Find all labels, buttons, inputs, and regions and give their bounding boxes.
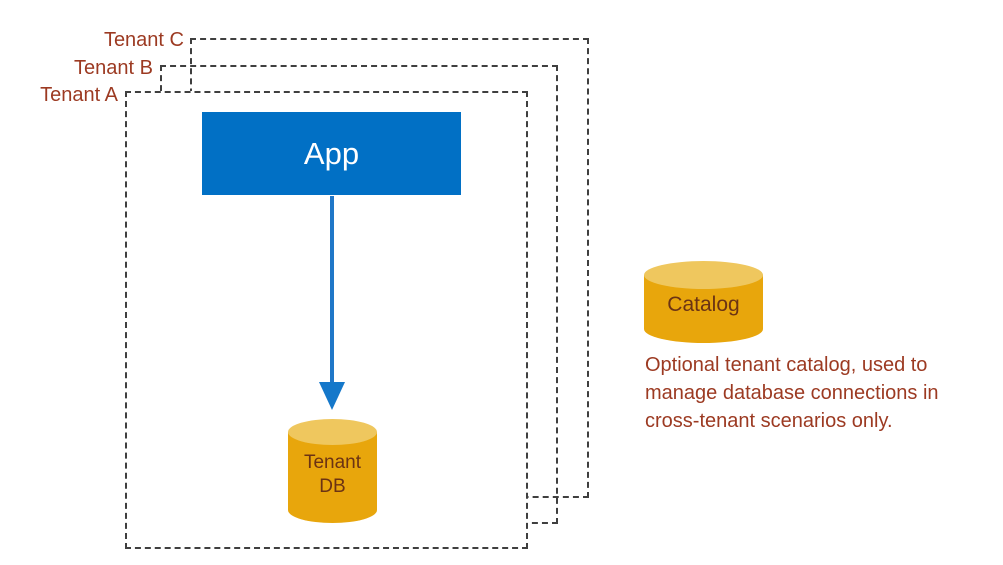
tenant-database-cylinder: Tenant DB <box>288 419 377 523</box>
cylinder-top-ellipse <box>644 261 763 289</box>
catalog-caption: Optional tenant catalog, used to manage … <box>645 354 939 432</box>
app-to-database-arrow-icon <box>319 196 345 410</box>
tenant-database-label-line1: Tenant <box>303 452 362 473</box>
tenant-label-b: Tenant B <box>74 57 153 79</box>
app-box-label: App <box>303 135 360 171</box>
app-box: App <box>202 112 461 195</box>
tenant-label-c: Tenant C <box>103 29 184 51</box>
cylinder-body <box>288 432 377 510</box>
tenant-database-label: Tenant DB <box>288 451 377 499</box>
cylinder-top-ellipse <box>288 419 377 445</box>
tenant-database-label-line2: DB <box>319 476 346 497</box>
catalog-cylinder: Catalog <box>644 261 763 343</box>
catalog-label: Catalog <box>667 293 740 316</box>
tenant-label-a: Tenant A <box>40 84 118 106</box>
